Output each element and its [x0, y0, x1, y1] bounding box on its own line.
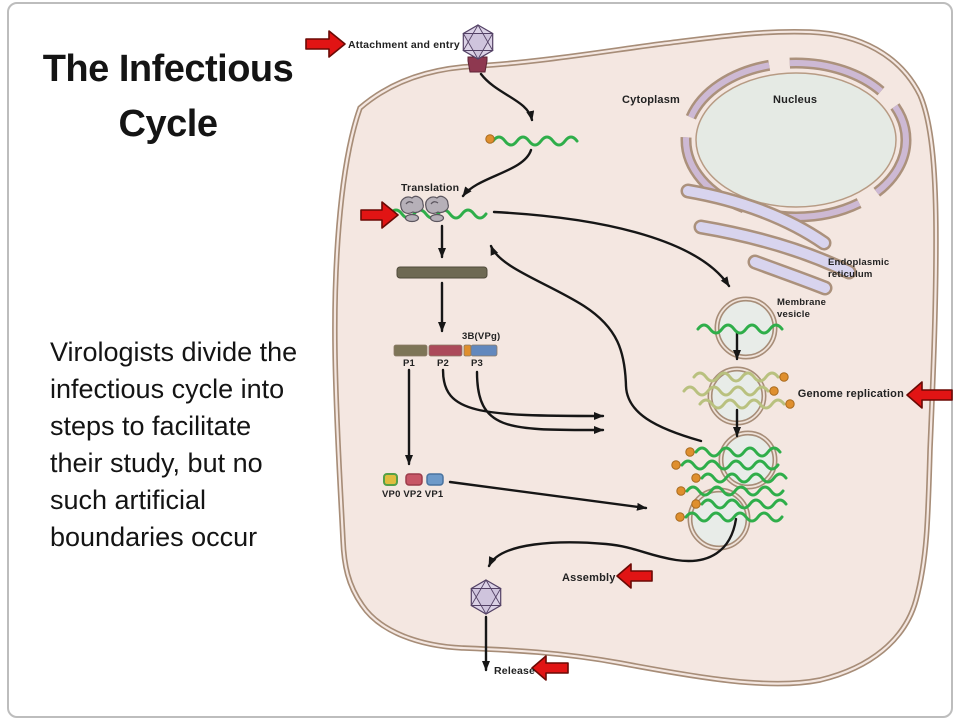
vpg-dot [769, 386, 779, 396]
plasma-membrane-inner-line [333, 30, 938, 685]
vpg-dot [671, 460, 681, 470]
arrow-vp1-to-assembly [448, 480, 648, 511]
arrow-p2-to-replication [441, 368, 605, 420]
step-arrows [305, 30, 953, 681]
label-er-line1: Endoplasmic [828, 257, 889, 268]
body-line: their study, but no [50, 448, 263, 478]
label-membrane-vesicle-line1: Membrane [777, 297, 826, 308]
flow-arrows [405, 72, 741, 672]
er-tube [683, 186, 829, 248]
translation-step-arrow [360, 201, 399, 229]
er-tube [696, 222, 854, 277]
nucleoplasm [695, 72, 897, 208]
cleaved-polyprotein [393, 344, 498, 357]
vpg-dot [785, 399, 795, 409]
label-p1: P1 [403, 358, 416, 369]
title-line-2: Cycle [118, 103, 218, 145]
vp1-box [426, 473, 444, 486]
label-p3: P3 [471, 358, 483, 369]
genome-rna-entry [491, 135, 579, 147]
body-line: steps to facilitate [50, 411, 252, 441]
replicating-rna [692, 371, 780, 383]
progeny-rna [680, 459, 780, 471]
vp2-box [405, 473, 423, 486]
diagram-labels: Attachment and entry Cytoplasm Nucleus E… [348, 39, 904, 677]
virion-entering [462, 24, 494, 60]
label-nucleus: Nucleus [773, 94, 817, 106]
vpg-dot [485, 134, 495, 144]
progeny-rna [694, 446, 782, 458]
nucleus [680, 57, 912, 223]
vpg-dot [675, 512, 685, 522]
replicating-rna [698, 398, 786, 410]
attachment-step-arrow [305, 30, 346, 58]
progeny-rna [684, 511, 784, 523]
arrow-to-assembly-virion [487, 517, 738, 568]
virus-receptor [467, 56, 488, 73]
arrow-p3-to-replication [475, 370, 605, 435]
ribosomes [400, 195, 449, 223]
vpg-dot [691, 499, 701, 509]
label-vp-proteins: VP0 VP2 VP1 [382, 489, 444, 500]
ribosome [400, 195, 424, 223]
label-p2: P2 [437, 358, 449, 369]
ribosome [425, 195, 449, 223]
slide-title: The Infectious Cycle [8, 42, 328, 152]
label-assembly: Assembly [562, 572, 616, 584]
vpg-dot [685, 447, 695, 457]
vp0-box [383, 473, 398, 486]
p2-segment [428, 344, 463, 357]
rna-strands-replicating [682, 371, 786, 410]
er-tube [750, 257, 830, 293]
label-er-line2: reticulum [828, 269, 873, 280]
arrow-entry-to-rna [479, 72, 535, 122]
body-line: such artificial [50, 485, 207, 515]
capsid-proteins [383, 473, 444, 486]
rna-vesicle-1 [696, 323, 784, 335]
endoplasmic-reticulum [680, 183, 857, 296]
label-translation: Translation [401, 182, 459, 194]
label-3b-vpg: 3B(VPg) [462, 331, 500, 342]
polyprotein-bar [396, 266, 488, 279]
title-line-1: The Infectious [42, 48, 294, 90]
slide-border [7, 2, 953, 718]
p3-segment [470, 344, 498, 357]
body-line: Virologists divide the [50, 337, 298, 367]
progeny-rna [685, 485, 785, 497]
vpg-dot [691, 473, 701, 483]
assembly-step-arrow [616, 563, 653, 589]
label-cytoplasm: Cytoplasm [622, 94, 680, 106]
vpg-dot [676, 486, 686, 496]
label-release: Release [494, 665, 535, 677]
slide-body-text: Virologists divide the infectious cycle … [50, 334, 350, 556]
genome-replication-step-arrow [906, 381, 953, 409]
arrow-rna-to-vesicle [492, 210, 731, 288]
vpg-dot [779, 372, 789, 382]
virion-assembled [470, 579, 502, 615]
body-line: infectious cycle into [50, 374, 285, 404]
release-step-arrow [531, 655, 569, 681]
replicating-rna [682, 385, 770, 397]
nuclear-envelope [683, 60, 909, 220]
vpg-dots [485, 134, 795, 522]
arrow-rna-to-translation [461, 148, 533, 198]
body-line: boundaries occur [50, 522, 258, 552]
label-membrane-vesicle-line2: vesicle [777, 309, 810, 320]
arrow-new-rna-to-translation [489, 244, 703, 443]
progeny-rna [700, 472, 788, 484]
label-genome-replication: Genome replication [798, 388, 904, 400]
progeny-rna [700, 498, 788, 510]
label-attachment-entry: Attachment and entry [348, 39, 460, 51]
p1-segment [393, 344, 428, 357]
vpg-segment [463, 344, 472, 357]
